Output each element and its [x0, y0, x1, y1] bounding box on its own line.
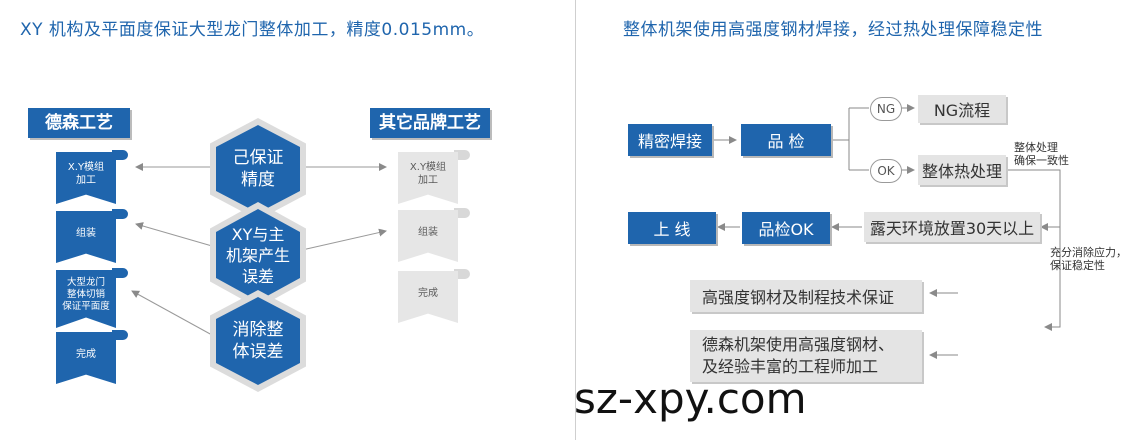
box-steel-guarantee: 高强度钢材及制程技术保证	[690, 280, 922, 312]
flag-tab	[454, 269, 470, 279]
note-heat-consistency: 整体处理 确保一致性	[1014, 141, 1069, 167]
line-heat-to-outdoor	[1006, 169, 1061, 231]
step-label: X.Y模组 加工	[67, 162, 105, 186]
step-label: 组装	[418, 226, 438, 238]
flag-tab	[112, 150, 128, 160]
step-label: 完成	[418, 287, 438, 299]
flag-tab	[112, 209, 128, 219]
note-stress-release: 充分消除应力， 保证稳定性	[1050, 246, 1127, 272]
step-label: X.Y模组 加工	[409, 162, 447, 186]
arrow-hex2-to-left	[135, 222, 213, 247]
hex-label: 己保证 精度	[232, 148, 284, 190]
watermark-text: sz-xpy.com	[574, 374, 807, 423]
step-label: 完成	[76, 348, 96, 360]
box-precision-welding: 精密焊接	[628, 124, 712, 156]
box-inspection-ok: 品检OK	[742, 212, 830, 244]
box-online: 上 线	[628, 212, 716, 244]
line-to-bottom	[1044, 227, 1061, 331]
step-label: 组装	[76, 227, 96, 239]
pill-ok: OK	[870, 159, 902, 183]
box-heat-treatment: 整体热处理	[918, 155, 1006, 185]
desen-process-header: 德森工艺	[28, 108, 130, 138]
hex-label: XY与主 机架产生 误差	[225, 224, 290, 286]
center-divider	[575, 0, 576, 440]
box-inspection: 品 检	[741, 124, 831, 156]
step-label: 大型龙门 整体切销 保证平面度	[62, 277, 110, 312]
other-brand-header: 其它品牌工艺	[370, 108, 490, 138]
branch-inspect	[831, 108, 850, 170]
box-ng-flow: NG流程	[918, 95, 1006, 123]
arrow-hex2-to-right	[301, 228, 387, 251]
hex-eliminate-error: 消除整 体误差	[210, 290, 306, 392]
hex-label: 消除整 体误差	[232, 320, 284, 362]
right-title: 整体机架使用高强度钢材焊接，经过热处理保障稳定性	[623, 20, 1043, 40]
flag-tab	[454, 150, 470, 160]
box-outdoor-aging: 露天环境放置30天以上	[864, 212, 1040, 242]
flag-tab	[454, 208, 470, 218]
arrow-hex3-to-left	[131, 290, 213, 336]
flag-tab	[112, 330, 128, 340]
box-engineer: 德森机架使用高强度钢材、 及经验丰富的工程师加工	[690, 330, 922, 382]
left-title: XY 机构及平面度保证大型龙门整体加工，精度0.015mm。	[20, 20, 485, 40]
hex-precision: 己保证 精度	[210, 118, 306, 220]
flag-tab	[112, 268, 128, 278]
pill-ng: NG	[870, 97, 902, 121]
